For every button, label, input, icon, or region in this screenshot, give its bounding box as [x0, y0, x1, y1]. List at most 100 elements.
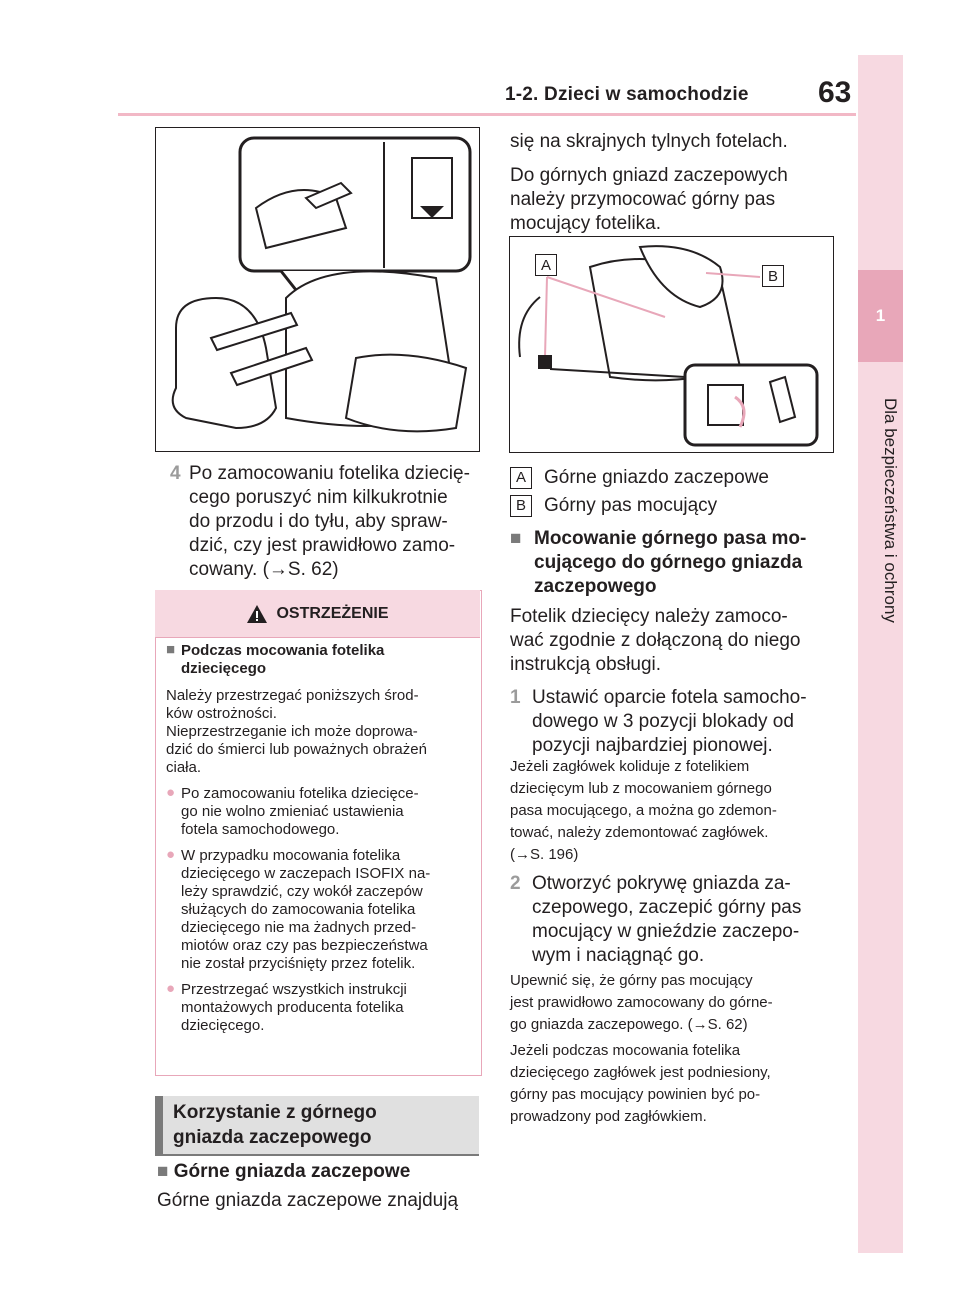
warning-triangle-icon — [247, 604, 268, 623]
intro-line: mocujący fotelika. — [510, 213, 662, 234]
step-1-note: Jeżeli zagłówek koliduje z fotelikiem dz… — [510, 756, 840, 866]
legend-item: A Górne gniazdo zaczepowe — [510, 466, 840, 490]
note-line: dziecięcym lub z mocowaniem górnego — [510, 780, 772, 797]
paragraph-line: wać zgodnie z dołączoną do niego — [510, 630, 801, 651]
chapter-tab-label: Dla bezpieczeństwa i ochrony — [881, 397, 900, 623]
note-line: jest prawidłowo zamocowany do górne- — [510, 994, 773, 1011]
warning-intro-line: Nieprzestrzeganie ich może doprowa- — [166, 723, 418, 740]
legend-key: B — [510, 495, 532, 517]
top-tether-illustration: A B — [509, 236, 834, 453]
warning-bullet-line: W przypadku mocowania fotelika — [181, 847, 401, 864]
circle-bullet-icon: ● — [166, 980, 176, 997]
step-2-line: czepowego, zaczepić górny pas — [532, 897, 802, 918]
step-2-line: wym i naciągnąć go. — [532, 945, 705, 966]
step-1-line: Ustawić oparcie fotela samocho- — [532, 687, 807, 708]
subsection-title: Górne gniazda zaczepowe — [173, 1161, 411, 1182]
step-2-line: mocujący w gnieździe zaczepo- — [532, 921, 800, 942]
step-1-number: 1 — [510, 687, 521, 708]
subsection-top-anchors: ■ Górne gniazda zaczepowe — [157, 1160, 480, 1184]
circle-bullet-icon: ● — [166, 846, 176, 863]
subsection-line: zaczepowego — [534, 576, 657, 597]
step-2-number: 2 — [510, 873, 521, 894]
note-line: (→S. 196) — [510, 846, 579, 863]
legend-text: Górny pas mocujący — [544, 495, 718, 516]
chapter-tab-number[interactable]: 1 — [858, 270, 903, 362]
intro-line: się na skrajnych tylnych fotelach. — [510, 131, 788, 152]
warning-subhead: ■ Podczas mocowania fotelika dziecięcego — [166, 641, 474, 678]
step-4-line: dzić, czy jest prawidłowo zamo- — [189, 535, 456, 556]
step-2-note-2: Jeżeli podczas mocowania fotelika dzieci… — [510, 1040, 840, 1128]
warning-bullet-line: montażowych producenta fotelika — [181, 999, 404, 1016]
warning-bullet-line: służących do zamocowania fotelika — [181, 901, 416, 918]
page-number: 63 — [818, 76, 852, 109]
step-1-line: dowego w 3 pozycji blokady od — [532, 711, 794, 732]
legend-key: A — [510, 467, 532, 489]
note-line: pasa mocującego, a można go zdemon- — [510, 802, 777, 819]
paragraph-line: instrukcją obsługi. — [510, 654, 662, 675]
section-heading-line: gniazda zaczepowego — [173, 1127, 372, 1148]
step-4: 4 Po zamocowaniu fotelika dziecię- cego … — [170, 462, 480, 582]
step-4-line: do przodu i do tyłu, aby spraw- — [189, 511, 448, 532]
side-tab-strip — [858, 55, 903, 1253]
header-divider — [118, 113, 856, 116]
step-2-note: Upewnić się, że górny pas mocujący jest … — [510, 970, 840, 1036]
subsection-line: Mocowanie górnego pasa mo- — [534, 528, 807, 549]
legend-text: Górne gniazdo zaczepowe — [544, 467, 769, 488]
warning-bullet: ● Po zamocowaniu fotelika dziecięce- go … — [166, 784, 474, 839]
paragraph-line: Fotelik dziecięcy należy zamoco- — [510, 606, 788, 627]
note-line: Jeżeli zagłówek koliduje z fotelikiem — [510, 758, 750, 775]
warning-intro-line: dzić do śmierci lub poważnych obrażeń — [166, 741, 427, 758]
note-line: tować, należy zdemontować zagłówek. — [510, 824, 769, 841]
isofix-installation-illustration — [155, 127, 480, 452]
note-line: górny pas mocujący powinien być po- — [510, 1086, 761, 1103]
warning-bullet-line: fotela samochodowego. — [181, 821, 340, 838]
right-intro: się na skrajnych tylnych fotelach. Do gó… — [510, 130, 840, 236]
note-line: dziecięcego zagłówek jest podniesiony, — [510, 1064, 771, 1081]
section-underline — [155, 1154, 479, 1156]
warning-title: OSTRZEŻENIE — [276, 604, 389, 622]
step-4-line: cowany. (→S. 62) — [189, 559, 339, 580]
step-1-line: pozycji najbardziej pionowej. — [532, 735, 773, 756]
paragraph: Fotelik dziecięcy należy zamoco- wać zgo… — [510, 605, 840, 677]
note-line: prowadzony pod zagłówkiem. — [510, 1108, 707, 1125]
intro-line: Do górnych gniazd zaczepowych — [510, 165, 788, 186]
intro-line: należy przymocować górny pas — [510, 189, 776, 210]
warning-bullet-line: Przestrzegać wszystkich instrukcji — [181, 981, 407, 998]
header-title: 1-2. Dzieci w samochodzie — [505, 84, 749, 105]
warning-bullet-line: dziecięcego nie ma żadnych przed- — [181, 919, 417, 936]
label-a: A — [535, 254, 557, 276]
section-heading: Korzystanie z górnego gniazda zaczepoweg… — [155, 1096, 479, 1154]
warning-subhead-line: dziecięcego — [181, 660, 267, 677]
warning-bullet-line: miotów oraz czy pas bezpieczeństwa — [181, 937, 428, 954]
square-bullet-icon: ■ — [157, 1161, 169, 1182]
step-2: 2 Otworzyć pokrywę gniazda za- czepowego… — [510, 872, 840, 968]
warning-bullet-line: dziecięcego. — [181, 1017, 265, 1034]
warning-bullet: ● W przypadku mocowania fotelika dziecię… — [166, 846, 474, 973]
step-4-line: cego poruszyć nim kilkukrotnie — [189, 487, 448, 508]
seat-drawing — [171, 136, 472, 433]
warning-bullet-line: dziecięcego w zaczepach ISOFIX na- — [181, 865, 431, 882]
warning-intro-line: Należy przestrzegać poniższych środ- — [166, 687, 419, 704]
body-text: Górne gniazda zaczepowe znajdują — [157, 1190, 459, 1211]
label-b: B — [762, 265, 784, 287]
square-bullet-icon: ■ — [166, 641, 176, 658]
tether-drawing — [518, 245, 819, 447]
circle-bullet-icon: ● — [166, 784, 176, 801]
warning-bullet-line: nie został przyciśnięty przez fotelik. — [181, 955, 416, 972]
note-line: Upewnić się, że górny pas mocujący — [510, 972, 753, 989]
legend-item: B Górny pas mocujący — [510, 494, 840, 518]
warning-intro-line: ciała. — [166, 759, 202, 776]
warning-bullet-line: go nie wolno zmieniać ustawienia — [181, 803, 404, 820]
warning-bullet-line: Po zamocowaniu fotelika dziecięce- — [181, 785, 419, 802]
warning-subhead-line: Podczas mocowania fotelika — [181, 642, 385, 659]
warning-intro: Należy przestrzegać poniższych środ- ków… — [166, 687, 474, 777]
warning-intro-line: ków ostrożności. — [166, 705, 277, 722]
warning-bullet-line: leży sprawdzić, czy wokół zaczepów — [181, 883, 423, 900]
section-heading-line: Korzystanie z górnego — [173, 1102, 377, 1123]
subsection-line: cującego do górnego gniazda — [534, 552, 803, 573]
note-line: go gniazda zaczepowego. (→S. 62) — [510, 1016, 748, 1033]
step-2-line: Otworzyć pokrywę gniazda za- — [532, 873, 791, 894]
note-line: Jeżeli podczas mocowania fotelika — [510, 1042, 741, 1059]
warning-header: OSTRZEŻENIE — [155, 590, 480, 638]
warning-content: ■ Podczas mocowania fotelika dziecięcego… — [166, 641, 474, 1035]
